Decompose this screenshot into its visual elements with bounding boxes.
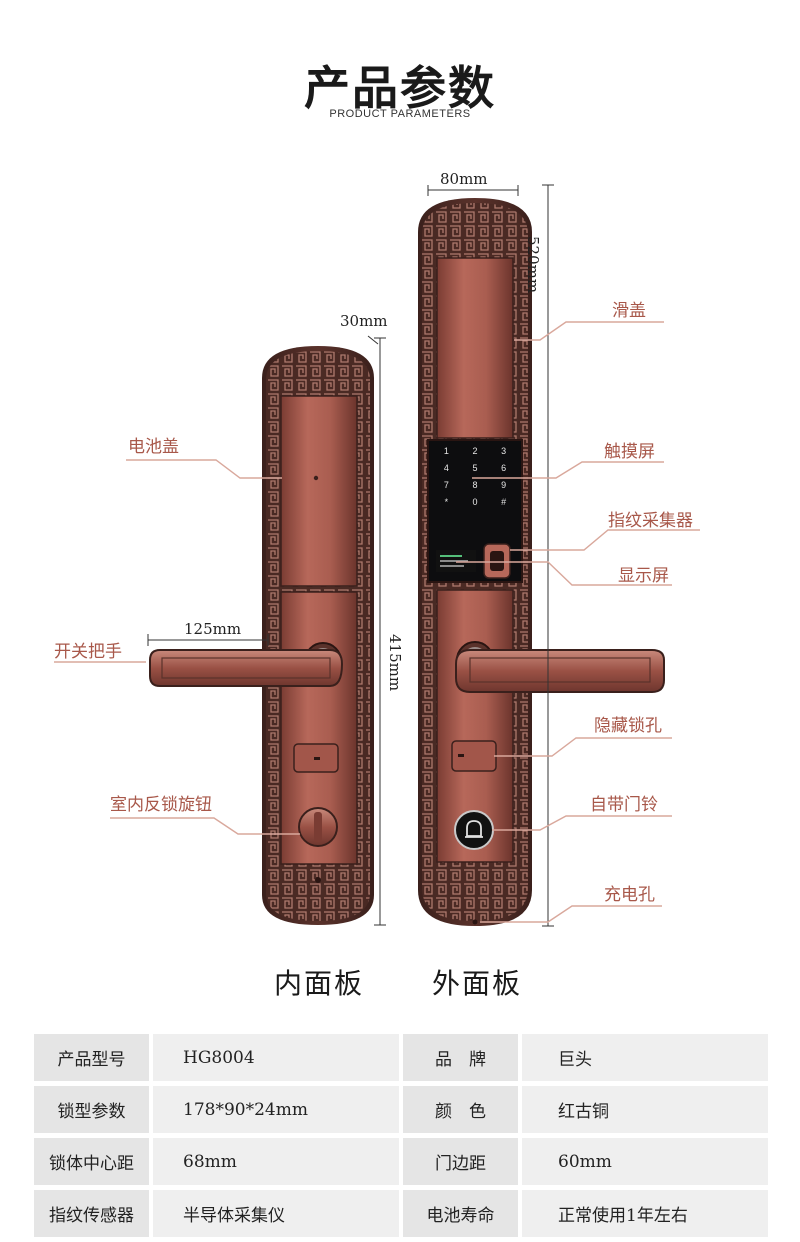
dim-height-520: 520mm (524, 236, 542, 294)
battery-cover (280, 395, 358, 587)
keypad-key-hash[interactable]: # (501, 497, 507, 507)
inner-panel (149, 346, 374, 925)
spec-label: 颜 色 (403, 1086, 518, 1133)
outer-panel (418, 198, 665, 926)
dim-handle-125: 125mm (184, 620, 242, 638)
spec-label: 锁型参数 (34, 1086, 149, 1133)
callout-display: 显示屏 (618, 566, 669, 586)
dimension-lines (147, 184, 554, 927)
dim-thickness-30: 30mm (340, 312, 388, 330)
spec-row: 产品型号 HG8004 品 牌 巨头 (34, 1034, 768, 1081)
callout-doorbell: 自带门铃 (590, 795, 658, 815)
keypad-key-3[interactable]: 3 (501, 446, 507, 456)
spec-row: 指纹传感器 半导体采集仪 电池寿命 正常使用1年左右 (34, 1190, 768, 1237)
slide-cover[interactable] (436, 257, 514, 439)
outer-handle[interactable] (455, 649, 665, 693)
spec-value: 68mm (153, 1138, 399, 1185)
spec-value: 178*90*24mm (153, 1086, 399, 1133)
keypad-key-1[interactable]: 1 (443, 446, 449, 456)
spec-value: HG8004 (153, 1034, 399, 1081)
spec-label: 品 牌 (403, 1034, 518, 1081)
spec-label: 电池寿命 (403, 1190, 518, 1237)
keypad-key-5[interactable]: 5 (472, 463, 478, 473)
keypad-key-7[interactable]: 7 (443, 480, 449, 490)
callout-handle: 开关把手 (54, 642, 122, 662)
keypad-key-8[interactable]: 8 (472, 480, 478, 490)
spec-label: 锁体中心距 (34, 1138, 149, 1185)
page-title: 产品参数 (304, 61, 496, 115)
callout-inner-knob: 室内反锁旋钮 (110, 795, 212, 815)
keypad-key-6[interactable]: 6 (501, 463, 507, 473)
keypad-key-2[interactable]: 2 (472, 446, 478, 456)
spec-label: 门边距 (403, 1138, 518, 1185)
label-outer-panel: 外面板 (432, 967, 523, 1000)
dim-height-415: 415mm (386, 634, 404, 692)
callout-battery-cover: 电池盖 (128, 437, 179, 457)
keypad-key-9[interactable]: 9 (501, 480, 507, 490)
label-inner-panel: 内面板 (274, 967, 365, 1000)
keypad-key-4[interactable]: 4 (443, 463, 449, 473)
callout-slide-cover: 滑盖 (612, 301, 646, 321)
lock-illustration (54, 184, 700, 927)
spec-label: 指纹传感器 (34, 1190, 149, 1237)
doorbell-button[interactable] (454, 810, 494, 850)
inner-handle[interactable] (149, 649, 344, 687)
spec-value: 60mm (522, 1138, 768, 1185)
keypad-key-0[interactable]: 0 (472, 497, 478, 507)
spec-value: 正常使用1年左右 (522, 1190, 768, 1237)
callout-hidden-keyhole: 隐藏锁孔 (594, 716, 662, 736)
spec-label: 产品型号 (34, 1034, 149, 1081)
charging-port (472, 919, 478, 925)
spec-value: 半导体采集仪 (153, 1190, 399, 1237)
keypad: 1 2 3 4 5 6 7 8 9 * 0 # (432, 446, 518, 507)
spec-value: 巨头 (522, 1034, 768, 1081)
dim-width-80: 80mm (440, 170, 488, 188)
callout-touch-screen: 触摸屏 (604, 442, 655, 462)
callout-charging: 充电孔 (604, 885, 655, 905)
spec-value: 红古铜 (522, 1086, 768, 1133)
spec-table: 产品型号 HG8004 品 牌 巨头 锁型参数 178*90*24mm 颜 色 … (34, 1034, 768, 1242)
spec-row: 锁型参数 178*90*24mm 颜 色 红古铜 (34, 1086, 768, 1133)
spec-row: 锁体中心距 68mm 门边距 60mm (34, 1138, 768, 1185)
callout-fingerprint: 指纹采集器 (608, 511, 693, 531)
callout-lines (54, 321, 700, 923)
keypad-key-star[interactable]: * (444, 497, 449, 507)
page-subtitle: PRODUCT PARAMETERS (329, 108, 471, 120)
